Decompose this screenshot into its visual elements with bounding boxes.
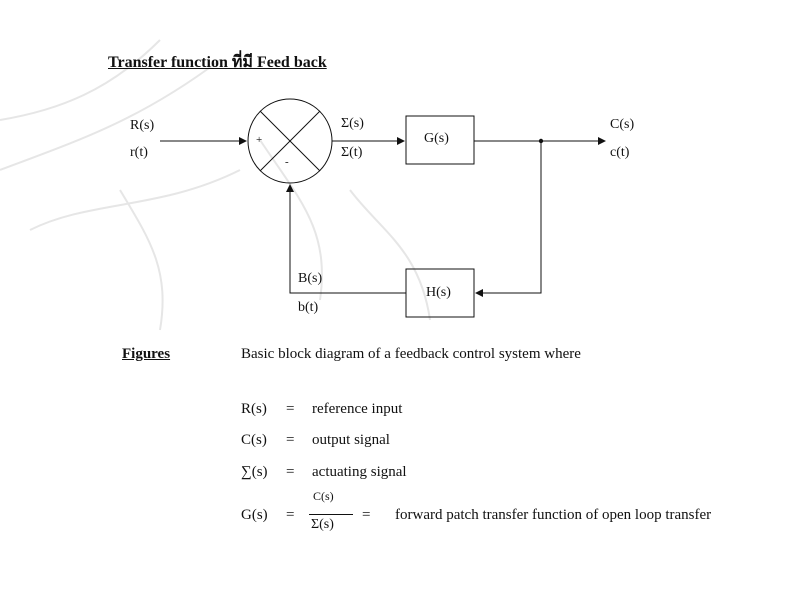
sum-minus-sign: - — [285, 156, 289, 168]
fraction-numerator: C(s) — [313, 489, 334, 503]
feedback-label-t: b(t) — [298, 300, 319, 315]
definition-text: actuating signal — [312, 464, 407, 480]
sum-plus-sign: + — [256, 134, 263, 146]
definition-equals: = — [286, 507, 295, 523]
feedback-return-line — [286, 184, 406, 294]
error-label-t: Σ(t) — [341, 145, 363, 160]
forward-block-label: G(s) — [424, 131, 449, 146]
figures-label: Figures — [122, 346, 171, 362]
error-label-s: Σ(s) — [341, 116, 364, 131]
definition-symbol: C(s) — [241, 432, 267, 448]
figure-caption: Basic block diagram of a feedback contro… — [241, 346, 581, 362]
output-label-t: c(t) — [610, 145, 630, 160]
feedback-label-s: B(s) — [298, 271, 323, 286]
definition-text: forward patch transfer function of open … — [395, 507, 712, 523]
fraction-denominator: Σ(s) — [311, 517, 334, 532]
definition-text: output signal — [312, 432, 390, 448]
definition-text: reference input — [312, 401, 403, 417]
definition-symbol: R(s) — [241, 401, 267, 417]
page-title: Transfer function ที่มี Feed back — [108, 54, 327, 71]
definition-equals: = — [286, 401, 295, 417]
definition-equals: = — [286, 464, 295, 480]
forward-block-g — [405, 115, 475, 165]
definition-equals: = — [286, 432, 295, 448]
input-label-t: r(t) — [130, 145, 148, 160]
definition-symbol: ∑(s) — [241, 464, 268, 480]
feedback-block-label: H(s) — [426, 285, 451, 300]
output-label-s: C(s) — [610, 117, 635, 132]
fraction-bar — [309, 514, 353, 515]
input-label-s: R(s) — [130, 118, 155, 133]
feedback-path-line — [475, 141, 542, 297]
definition-symbol: G(s) — [241, 507, 268, 523]
definition-equals: = — [362, 507, 371, 523]
